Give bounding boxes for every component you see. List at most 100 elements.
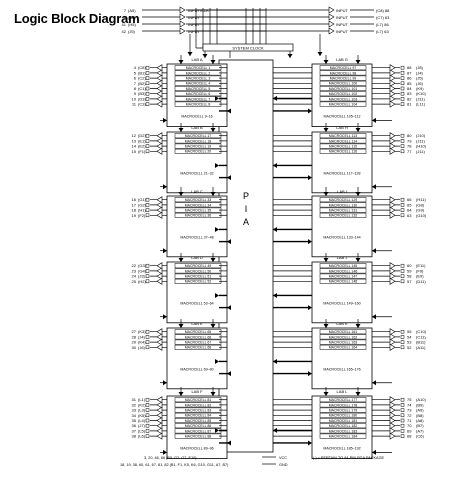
top-left-pin-number: 42 bbox=[122, 29, 127, 34]
pin-location: (F9) bbox=[416, 268, 424, 273]
input-buffer bbox=[328, 20, 335, 28]
pin-location: (H10) bbox=[416, 144, 427, 149]
io-pin-box bbox=[145, 197, 150, 202]
pin-location: (C2) bbox=[138, 76, 146, 81]
system-clock-label: SYSTEM CLOCK bbox=[232, 46, 264, 51]
io-pin-box bbox=[145, 434, 150, 438]
io-buffer bbox=[389, 416, 396, 425]
pia-bus-arrow bbox=[308, 175, 312, 181]
macrocell bbox=[319, 91, 367, 97]
macrocell-label: MACROCELL 129 bbox=[329, 198, 358, 202]
macrocell bbox=[319, 133, 367, 139]
macrocell-label: MACROCELL 8 bbox=[186, 103, 211, 107]
io-pin-box bbox=[400, 133, 405, 138]
macrocell-range: MACROCELL 9–16 bbox=[181, 115, 212, 119]
macrocell-range: MACROCELL 105–112 bbox=[324, 115, 361, 119]
macrocell bbox=[319, 268, 367, 274]
io-pin-box bbox=[400, 434, 405, 438]
io-pin-box bbox=[145, 423, 150, 428]
input-buffer bbox=[328, 6, 335, 14]
lab-feed-arrow bbox=[163, 117, 167, 123]
input-buffer bbox=[328, 13, 335, 21]
pin-location: (A9) bbox=[416, 408, 424, 413]
macrocell-label: MACROCELL 66 bbox=[185, 335, 212, 339]
pin-location: (A11) bbox=[416, 345, 426, 350]
pin-number: 33 bbox=[132, 408, 137, 413]
macrocell-range: MACROCELL 21–32 bbox=[180, 171, 213, 175]
macrocell-label: MACROCELL 99 bbox=[330, 77, 357, 81]
pin-location: (E9) bbox=[416, 274, 424, 279]
lab-input-arrow bbox=[178, 60, 184, 64]
macrocell-label: MACROCELL 98 bbox=[330, 71, 357, 75]
top-right-input-label: INPUT bbox=[336, 22, 349, 27]
macrocell-label: MACROCELL 35 bbox=[185, 209, 212, 213]
io-pin-box bbox=[400, 403, 405, 407]
macrocell-label: MACROCELL 182 bbox=[329, 424, 358, 428]
lab-input-arrow bbox=[323, 324, 329, 328]
pin-location: (L5) bbox=[138, 428, 146, 433]
pin-location: (K2) bbox=[138, 402, 146, 407]
top-right-input-label: INPUT bbox=[336, 29, 349, 34]
pin-location: (A10) bbox=[416, 397, 426, 402]
pin-number: 79 bbox=[407, 138, 412, 143]
io-pin-box bbox=[145, 345, 150, 350]
pia-bus-arrow bbox=[273, 162, 277, 168]
io-pin-box bbox=[400, 71, 405, 75]
pin-location: (J11) bbox=[416, 96, 425, 101]
io-pin-box bbox=[400, 139, 405, 143]
io-buffer bbox=[156, 211, 163, 219]
macrocell-label: MACROCELL 17 bbox=[185, 134, 212, 138]
io-buffer bbox=[389, 74, 396, 82]
io-pin-box bbox=[400, 329, 405, 334]
io-buffer bbox=[156, 79, 163, 87]
pin-number: 77 bbox=[407, 149, 412, 154]
io-buffer bbox=[389, 343, 396, 351]
io-pin-box bbox=[400, 397, 405, 402]
io-buffer bbox=[156, 201, 163, 209]
macrocell-range: MACROCELL 149–160 bbox=[323, 301, 360, 305]
clock-arrow bbox=[187, 52, 193, 56]
io-buffer bbox=[156, 328, 163, 336]
pin-number: 72 bbox=[407, 413, 412, 418]
pin-location: (J11) bbox=[416, 138, 425, 143]
lab-input-arrow bbox=[210, 60, 216, 64]
pia-bus-arrow bbox=[308, 108, 312, 114]
macrocell-label: MACROCELL 178 bbox=[329, 403, 358, 407]
io-buffer bbox=[389, 84, 396, 93]
macrocell bbox=[319, 418, 367, 423]
pin-number: 6 bbox=[134, 76, 137, 81]
pin-location: (K4) bbox=[138, 340, 146, 345]
pin-location: (J8) bbox=[416, 65, 424, 70]
io-pin-box bbox=[145, 149, 150, 154]
io-pin-box bbox=[400, 197, 405, 202]
pin-location: (J11) bbox=[416, 149, 425, 154]
pin-location: (B1) bbox=[138, 70, 146, 75]
lab-feed-arrow bbox=[372, 314, 376, 320]
io-pin-box bbox=[400, 340, 405, 344]
pin-number: 17 bbox=[132, 202, 137, 207]
lab-input-arrow bbox=[323, 392, 329, 396]
macrocell-label: MACROCELL 1 bbox=[186, 66, 211, 70]
io-buffer bbox=[389, 328, 396, 336]
top-left-pin-location: (A6) bbox=[128, 15, 136, 20]
io-pin-box bbox=[400, 418, 405, 423]
macrocell-label: MACROCELL 68 bbox=[185, 346, 212, 350]
io-buffer bbox=[156, 206, 163, 214]
pin-number: 57 bbox=[407, 279, 412, 284]
io-pin-box bbox=[145, 340, 150, 344]
macrocell-label: MACROCELL 36 bbox=[185, 214, 212, 218]
io-pin-box bbox=[145, 274, 150, 278]
macrocell bbox=[319, 428, 367, 434]
pia-bus-arrow bbox=[273, 95, 277, 101]
pia-bus-arrow bbox=[308, 239, 312, 245]
lab-input-arrow bbox=[210, 128, 216, 132]
pia-bus-arrow bbox=[227, 239, 231, 245]
io-pin-box bbox=[400, 81, 405, 86]
io-pin-box bbox=[145, 397, 150, 402]
pin-number: 10 bbox=[132, 96, 137, 101]
lab-feed-arrow bbox=[372, 380, 376, 386]
pin-number: 70 bbox=[407, 423, 412, 428]
pin-location: (H1) bbox=[138, 208, 146, 213]
input-buffer bbox=[328, 27, 335, 35]
pia-bus-arrow bbox=[308, 305, 312, 311]
